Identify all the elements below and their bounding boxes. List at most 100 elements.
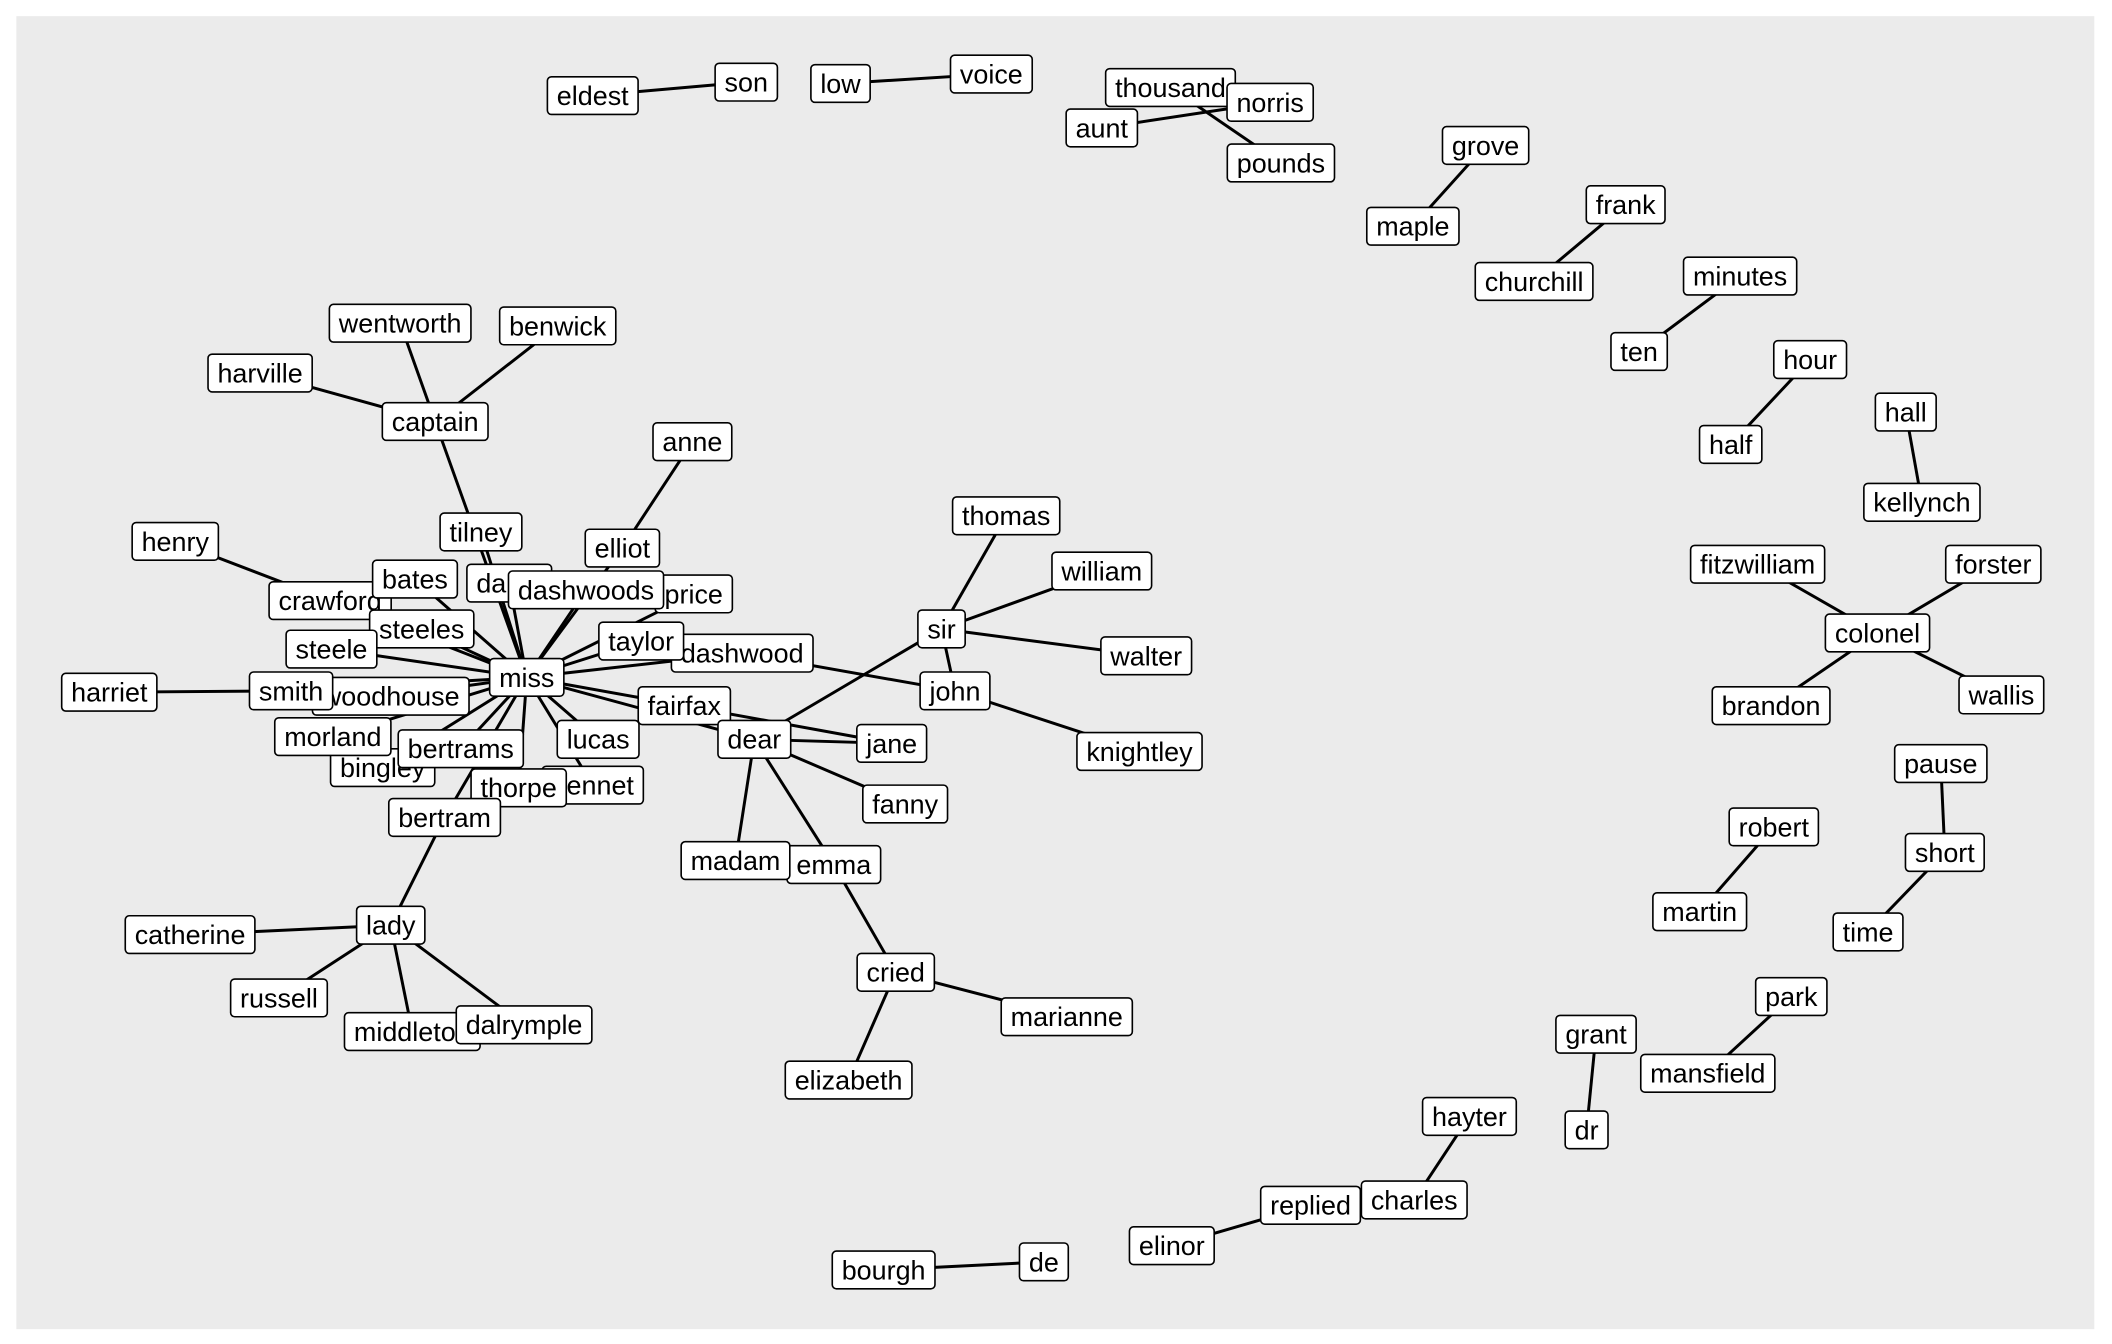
node-grove: grove <box>1441 125 1530 166</box>
node-label: woodhouse <box>321 682 460 712</box>
node-label: bourgh <box>842 1255 926 1285</box>
node-label: price <box>665 579 723 609</box>
node-label-box <box>1610 331 1669 372</box>
node-label: miss <box>499 663 554 693</box>
node-label: william <box>1060 556 1142 586</box>
node-label: jane <box>865 729 917 759</box>
node-label-box <box>1863 482 1981 522</box>
node-tilney: tilney <box>439 512 523 552</box>
node-label-box <box>1474 261 1594 302</box>
node-label-box <box>1772 339 1848 380</box>
node-label: eldest <box>557 81 629 111</box>
node-label-box <box>831 1250 936 1290</box>
node-harriet: harriet <box>60 672 158 712</box>
node-label-box <box>1441 125 1530 166</box>
node-label: bertrams <box>408 734 514 764</box>
node-label-box <box>381 401 489 442</box>
node-steeles: steeles <box>368 609 475 649</box>
node-label-box <box>207 353 313 393</box>
node-label: madam <box>691 846 781 876</box>
node-label: benwick <box>509 311 607 341</box>
node-catherine: catherine <box>124 914 256 955</box>
node-hall: hall <box>1874 392 1937 432</box>
node-label-box <box>784 1060 913 1100</box>
node-label-box <box>862 784 949 824</box>
node-dashwood: dashwood <box>670 633 814 673</box>
node-maple: maple <box>1365 206 1460 246</box>
node-steele: steele <box>285 629 378 669</box>
node-fanny: fanny <box>862 784 949 824</box>
node-label: russell <box>240 983 318 1013</box>
node-label: voice <box>960 59 1023 89</box>
node-label: fairfax <box>648 691 722 721</box>
node-bates: bates <box>371 559 459 599</box>
node-label: middleton <box>354 1017 471 1047</box>
node-label: knightley <box>1086 737 1193 767</box>
node-miss: miss <box>488 657 565 698</box>
node-crawford: crawford <box>268 580 392 621</box>
node-charles: charles <box>1360 1180 1468 1220</box>
node-label: elinor <box>1139 1231 1205 1261</box>
node-russell: russell <box>229 978 329 1018</box>
node-label: grant <box>1565 1020 1627 1050</box>
node-label: cried <box>867 958 925 988</box>
node-park: park <box>1754 976 1828 1017</box>
node-anne: anne <box>652 422 733 462</box>
node-low: low <box>810 63 871 104</box>
node-son: son <box>714 62 779 102</box>
node-label-box <box>1065 108 1139 148</box>
node-label-box <box>455 1005 593 1045</box>
node-middleton: middleton <box>343 1011 481 1052</box>
node-label: henry <box>142 527 210 557</box>
node-label: wentworth <box>338 309 462 339</box>
node-label-box <box>229 978 329 1018</box>
node-label: hayter <box>1432 1102 1507 1132</box>
node-label-box <box>1051 551 1153 591</box>
node-label: churchill <box>1485 267 1584 297</box>
node-label: walter <box>1109 641 1182 671</box>
node-label-box <box>1728 807 1820 847</box>
node-label: son <box>725 68 768 98</box>
node-label-box <box>1128 1226 1215 1266</box>
node-label-box <box>1944 544 2042 584</box>
node-pounds: pounds <box>1226 143 1336 183</box>
node-norris: norris <box>1226 82 1315 123</box>
node-label: dalrymple <box>466 1010 583 1040</box>
node-label-box <box>1360 1180 1468 1220</box>
node-label-box <box>507 570 665 610</box>
node-label-box <box>1832 912 1904 952</box>
node-label: aunt <box>1076 113 1129 143</box>
node-label: fitzwilliam <box>1700 550 1815 580</box>
node-churchill: churchill <box>1474 261 1594 302</box>
node-label: anne <box>662 427 722 457</box>
node-label: grove <box>1452 131 1519 161</box>
edge-tilney-miss <box>479 531 529 678</box>
node-henry: henry <box>131 521 220 562</box>
node-label-box <box>556 719 640 759</box>
node-label-box <box>1365 206 1460 246</box>
node-label-box <box>268 580 392 621</box>
node-label: steeles <box>379 614 464 644</box>
node-label: colonel <box>1835 618 1920 648</box>
node-time: time <box>1832 912 1904 952</box>
node-label: norris <box>1236 88 1303 118</box>
node-william: william <box>1051 551 1153 591</box>
node-label-box <box>1689 544 1826 584</box>
node-bourgh: bourgh <box>831 1250 936 1290</box>
node-label: minutes <box>1693 261 1787 291</box>
node-label: pounds <box>1237 148 1325 178</box>
node-label-box <box>1824 613 1931 653</box>
node-label: hour <box>1783 345 1837 375</box>
node-madam: madam <box>680 840 791 881</box>
node-short: short <box>1904 832 1985 873</box>
node-label-box <box>1958 675 2045 715</box>
node-label: frank <box>1596 190 1656 220</box>
node-dashwoods: dashwoods <box>507 570 665 610</box>
node-label-box <box>1754 976 1828 1017</box>
node-thousand: thousand <box>1104 67 1237 108</box>
node-label-box <box>488 657 565 698</box>
node-frank: frank <box>1585 185 1666 225</box>
node-emma: emma <box>786 844 882 885</box>
node-label-box <box>1904 832 1985 873</box>
node-label: thomas <box>962 501 1050 531</box>
